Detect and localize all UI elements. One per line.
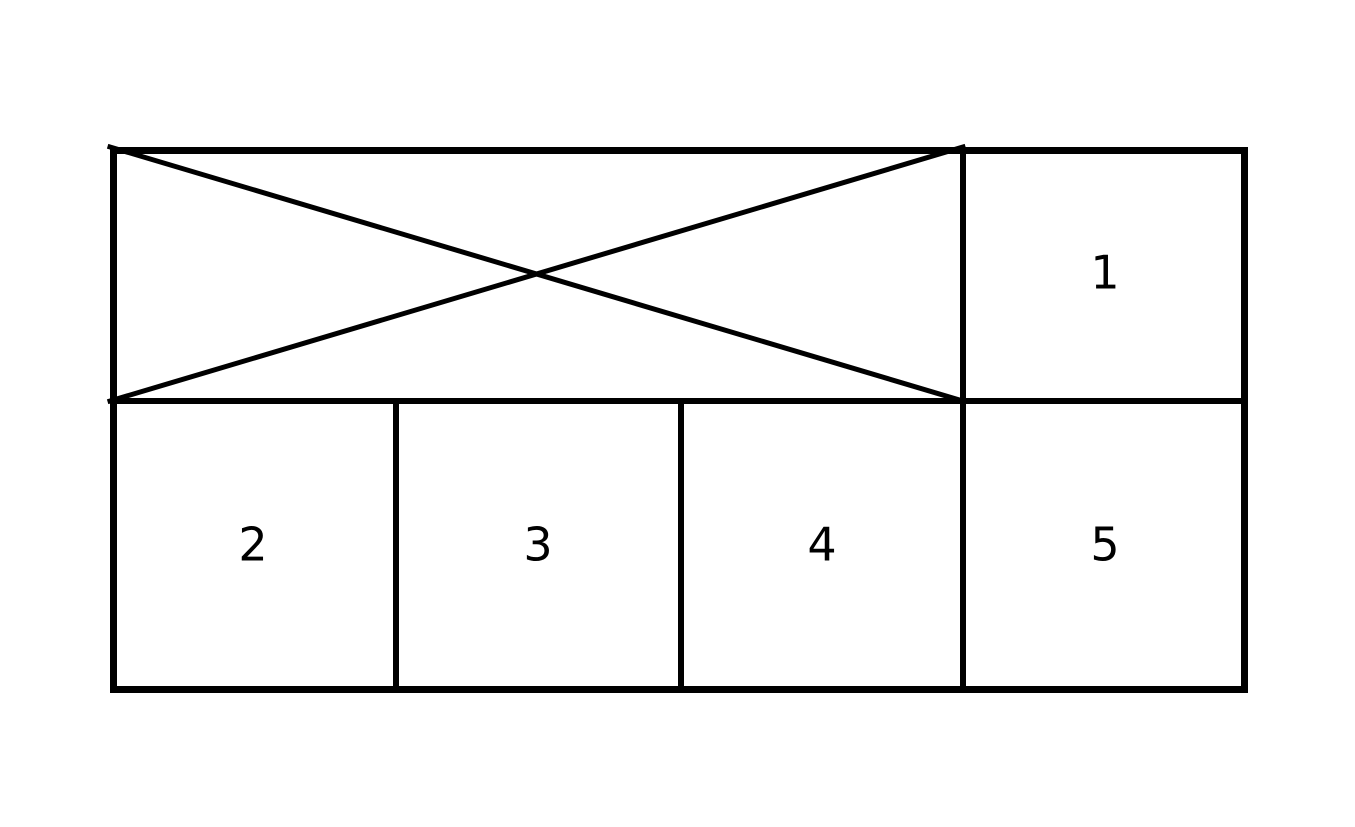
region-label-4: 4 — [807, 518, 836, 572]
region-label-5: 5 — [1090, 518, 1119, 572]
region-label-1: 1 — [1090, 246, 1119, 300]
cross-line-b — [106, 143, 967, 405]
region-label-3: 3 — [523, 518, 552, 572]
region-label-2: 2 — [238, 518, 267, 572]
outer-rectangle-border — [110, 147, 1248, 693]
